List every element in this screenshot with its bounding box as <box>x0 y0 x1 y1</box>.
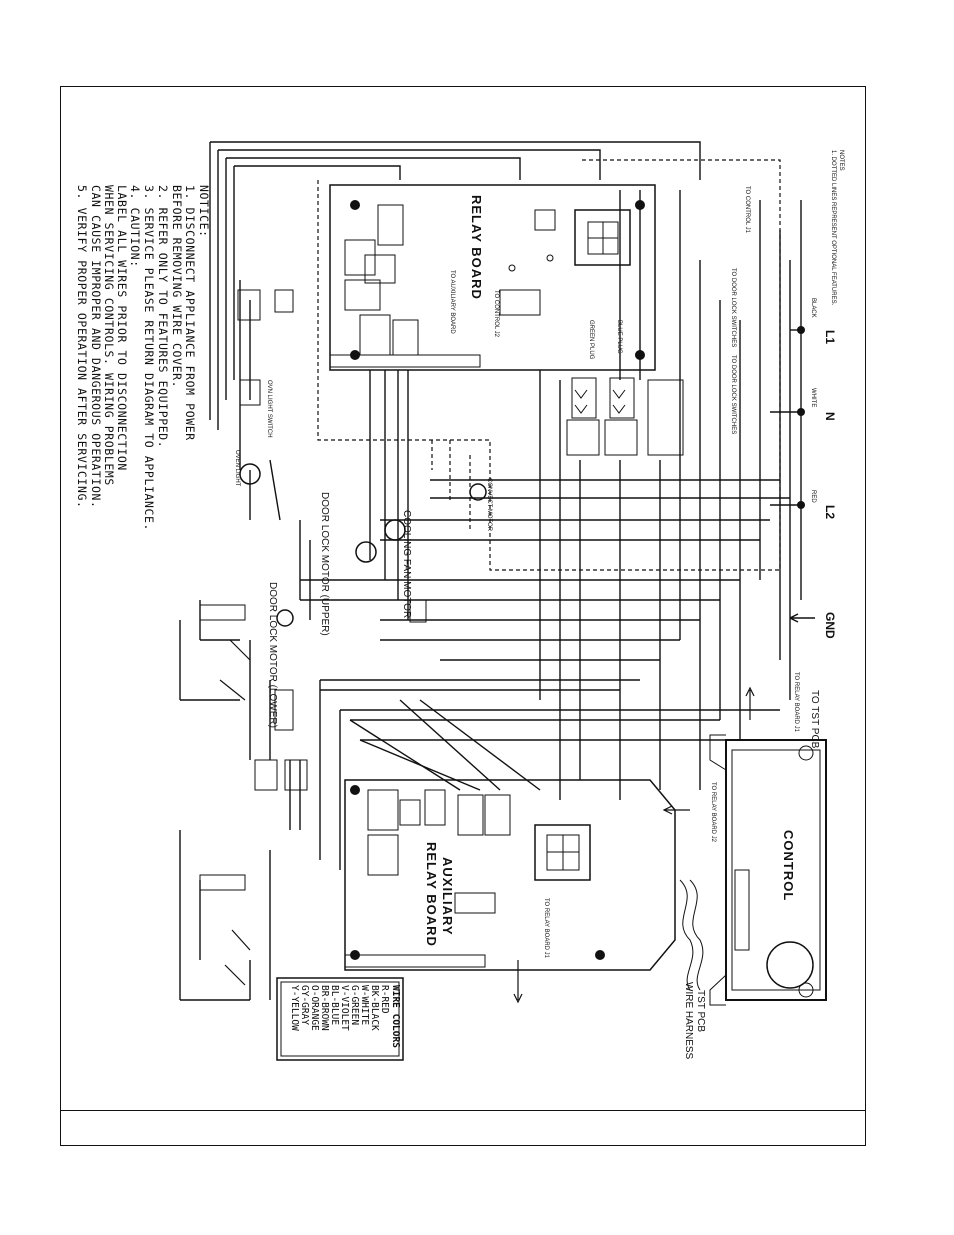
aux-board-title-1: AUXILIARY <box>440 857 455 936</box>
convect-motor-label: CONVECT MOTOR <box>486 478 492 532</box>
gnd-arrow <box>789 613 815 623</box>
green-plug-label: GREEN PLUG <box>588 320 594 360</box>
convect-motor <box>469 483 487 501</box>
components: CONVECT MOTOR COOLING FAN MOTOR DOOR LOC… <box>199 289 492 986</box>
wire-color-entry: BK-BLACK <box>369 985 380 1031</box>
notice-item-4: 4. CAUTION: <box>128 185 142 268</box>
cooling-fan-motor <box>384 519 406 541</box>
wire-color-entry: BR-BROWN <box>319 985 330 1031</box>
notice-item-4c: WHEN SERVICING CONTROLS. WIRING PROBLEMS <box>102 185 116 486</box>
door-lock-motor-lower <box>276 609 294 627</box>
control-label: CONTROL <box>781 830 796 901</box>
relay-to-control-j2: TO CONTROL J2 <box>493 290 499 338</box>
notes-line: 1. DOTTED LINES REPRESENT OPTIONAL FEATU… <box>830 150 836 306</box>
relay-to-aux: TO AUXILIARY BOARD <box>449 270 455 334</box>
terminal-l1: L1 <box>823 330 837 344</box>
notice-item-4d: CAN CAUSE IMPROPER AND DANGEROUS OPERATI… <box>89 185 103 509</box>
notice-item-2: 2. REFER ONLY TO FEATURES EQUIPPED. <box>156 185 170 448</box>
blue-plug-label: BLUE PLUG <box>616 320 622 354</box>
notice-item-1b: BEFORE REMOVING WIRE COVER. <box>170 185 184 388</box>
terminal-l2: L2 <box>823 505 837 519</box>
door-lock-motor-upper-label: DOOR LOCK MOTOR (UPPER) <box>319 492 330 636</box>
relay-to-door-lock-upper: TO DOOR LOCK SWITCHES <box>730 268 736 347</box>
terminal-n: N <box>823 412 837 421</box>
wire-color-entry: BL-BLUE <box>329 985 340 1025</box>
wire-red-label: RED <box>810 490 816 503</box>
notice-item-5: 5. VERIFY PROPER OPERATION AFTER SERVICI… <box>75 185 89 509</box>
wire-color-entry: W-WHITE <box>359 985 370 1025</box>
relay-board: RELAY BOARD TO AUXILIARY BOARD TO CONTRO… <box>329 184 750 434</box>
wire-color-entry: Y-YELLOW <box>289 985 300 1031</box>
footer-rule <box>60 1110 866 1111</box>
power-terminals: L1 N L2 GND BLACK WHITE RED <box>789 298 837 639</box>
ovn-light-switch-label: OVN LIGHT SWITCH <box>266 380 272 438</box>
wire-color-entry: GY-GRAY <box>299 985 310 1025</box>
wiring-main <box>179 141 802 1001</box>
control-outline <box>725 739 827 1001</box>
control-to-tst-pcb: TO TST PCB <box>809 690 820 749</box>
notice-block: NOTICE: 1. DISCONNECT APPLIANCE FROM POW… <box>75 185 211 531</box>
wire-white-label: WHITE <box>810 388 816 407</box>
cooling-fan-motor-label: COOLING FAN MOTOR <box>401 510 412 618</box>
wire-color-entry: O-ORANGE <box>309 985 320 1031</box>
notice-item-3: 3. SERVICE PLEASE RETURN DIAGRAM TO APPL… <box>142 185 156 531</box>
aux-board-title-2: RELAY BOARD <box>424 842 439 947</box>
relay-to-control-j1: TO CONTROL J1 <box>744 186 750 234</box>
notice-title: NOTICE: <box>197 185 211 238</box>
relay-board-title: RELAY BOARD <box>469 195 484 300</box>
relay-to-door-lock-lower: TO DOOR LOCK SWITCHES <box>730 355 736 434</box>
control-to-relay-j1: TO RELAY BOARD J1 <box>793 672 799 733</box>
aux-transformer <box>534 824 591 881</box>
relay-transformer <box>574 209 631 266</box>
notes-title: NOTES <box>838 150 844 171</box>
relay-board-outline <box>329 184 656 371</box>
wire-colors-title: WIRE COLORS <box>390 985 401 1048</box>
wire-color-entry: V-VIOLET <box>339 985 350 1031</box>
door-lock-motor-lower-label: DOOR LOCK MOTOR (LOWER) <box>267 582 278 728</box>
notes-block: NOTES 1. DOTTED LINES REPRESENT OPTIONAL… <box>830 150 844 306</box>
wire-color-entry: G-GREEN <box>349 985 360 1025</box>
wire-color-entry: R-RED <box>379 985 390 1014</box>
aux-relay-board: AUXILIARY RELAY BOARD TO RELAY BOARD J1 <box>344 779 676 1004</box>
terminal-gnd: GND <box>823 612 837 639</box>
ovn-light-switch <box>239 379 261 406</box>
tst-pcb-label: TST PCB <box>695 990 706 1032</box>
notice-item-4b: LABEL ALL WIRES PRIOR TO DISCONNECTION <box>115 185 129 471</box>
oven-light <box>239 463 261 485</box>
wire-harness-label: WIRE HARNESS <box>683 982 694 1060</box>
wire-colors-legend: WIRE COLORS R-RED BK-BLACK W-WHITE G-GRE… <box>276 977 404 1061</box>
control-to-relay-j2: TO RELAY BOARD J2 <box>710 782 716 843</box>
wire-black-label: BLACK <box>810 298 816 318</box>
door-lock-motor-upper <box>355 541 377 563</box>
page-frame <box>60 86 866 1146</box>
notice-item-1: 1. DISCONNECT APPLIANCE FROM POWER <box>183 185 197 441</box>
aux-board-outline <box>344 779 676 971</box>
control-module: CONTROL TO TST PCB TO RELAY BOARD J1 TO … <box>662 672 827 1060</box>
relay-plugs <box>566 377 684 456</box>
wiring-optional <box>317 159 781 571</box>
aux-to-relay-board-j1: TO RELAY BOARD J1 <box>543 898 549 959</box>
oven-light-label: OVEN LIGHT <box>234 450 240 487</box>
